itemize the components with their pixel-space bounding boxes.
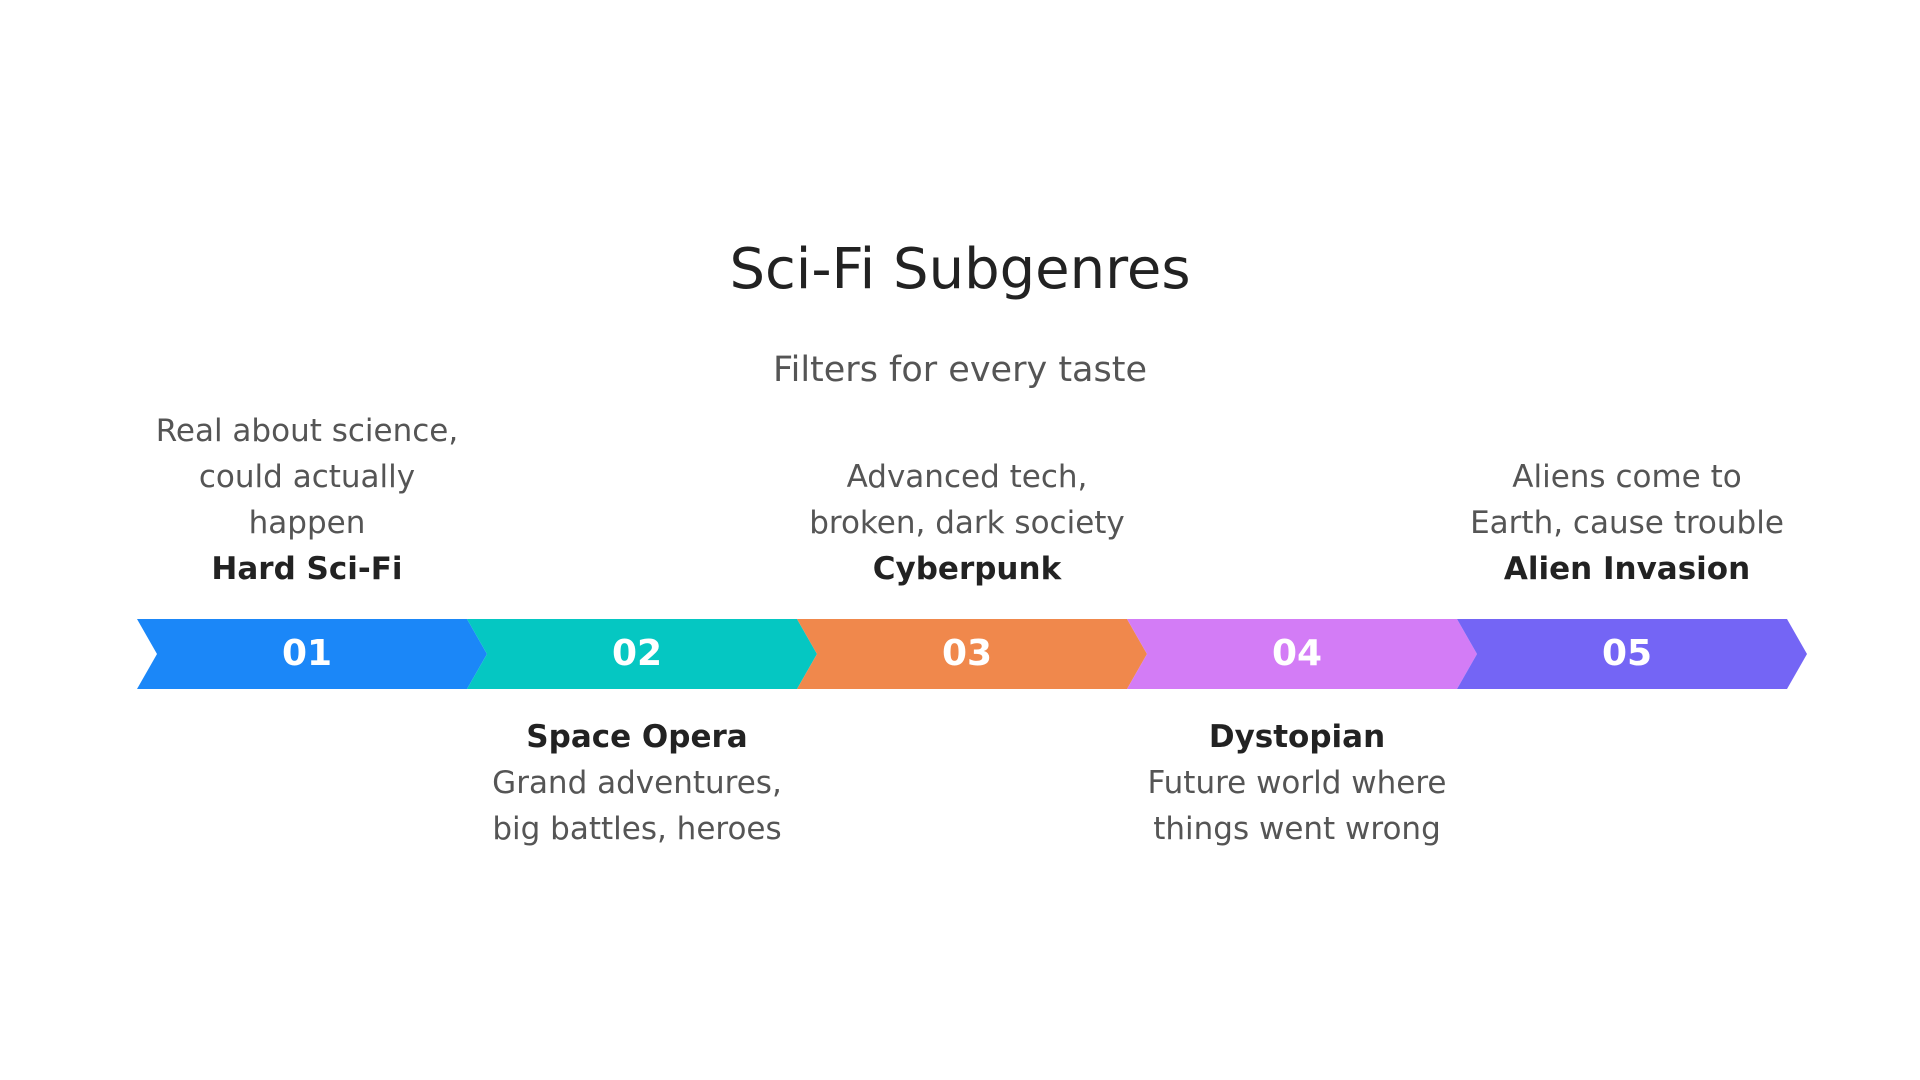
stage-label: Space Opera [526, 719, 748, 755]
stage-cyberpunk: 03 Advanced tech, broken, dark society C… [797, 0, 1147, 1080]
stage-description: Advanced tech, broken, dark society [809, 459, 1125, 541]
stage-description: Grand adventures, big battles, heroes [492, 765, 782, 847]
diagram-title: Sci-Fi Subgenres [729, 237, 1191, 302]
stage-hard-sci-fi: 01 Real about science, could actually ha… [137, 0, 487, 1080]
chevron-shape [137, 619, 487, 689]
chevron-svg [797, 619, 1147, 689]
stage-text: Dystopian Future world where things went… [1127, 714, 1467, 852]
chevron-shape [797, 619, 1147, 689]
chevron-polygon [1127, 619, 1477, 689]
stage-number: 01 [281, 633, 333, 674]
diagram-subtitle: Filters for every taste [773, 350, 1147, 390]
stage-description: Future world where things went wrong [1147, 765, 1447, 847]
stage-space-opera: 02 Space Opera Grand adventures, big bat… [467, 0, 817, 1080]
stage-text: Real about science, could actually happe… [137, 408, 477, 592]
chevron-polygon [467, 619, 817, 689]
stage-text: Space Opera Grand adventures, big battle… [467, 714, 807, 852]
chevron-polygon [1457, 619, 1807, 689]
chevron-shape [1457, 619, 1807, 689]
chevron-shape [1127, 619, 1477, 689]
stage-number: 02 [611, 633, 663, 674]
stage-number: 03 [941, 633, 993, 674]
stage-number: 05 [1601, 633, 1653, 674]
chevron-svg [1457, 619, 1807, 689]
chevron-shape [467, 619, 817, 689]
stage-alien-invasion: 05 Aliens come to Earth, cause trouble A… [1457, 0, 1807, 1080]
stage-label: Alien Invasion [1503, 551, 1751, 587]
chevron-svg [137, 619, 487, 689]
chevron-polygon [797, 619, 1147, 689]
stage-description: Real about science, could actually happe… [155, 413, 459, 541]
chevron-svg [467, 619, 817, 689]
stage-text: Aliens come to Earth, cause trouble Alie… [1457, 454, 1797, 592]
stage-number: 04 [1271, 633, 1323, 674]
stage-label: Dystopian [1208, 719, 1386, 755]
stage-description: Aliens come to Earth, cause trouble [1470, 459, 1784, 541]
stage-label: Hard Sci-Fi [211, 551, 403, 587]
stage-text: Advanced tech, broken, dark society Cybe… [797, 454, 1137, 592]
stage-dystopian: 04 Dystopian Future world where things w… [1127, 0, 1477, 1080]
chevron-polygon [137, 619, 487, 689]
chevron-svg [1127, 619, 1477, 689]
stage-label: Cyberpunk [872, 551, 1062, 587]
